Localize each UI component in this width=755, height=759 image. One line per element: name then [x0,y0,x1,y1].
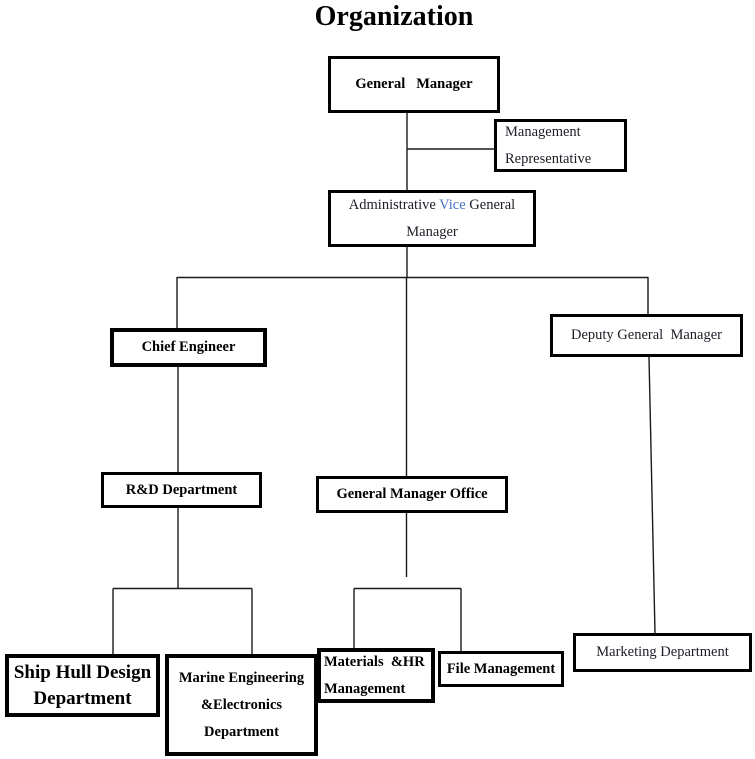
box-administrative-vice-general-manager: Administrative Vice General Manager [328,190,536,247]
box-ship-hull-design-department: Ship Hull Design Department [5,654,160,717]
chief-engineer-label: Chief Engineer [141,339,236,355]
box-marketing-department: Marketing Department [573,633,752,672]
materials-hr-label: Materials &HR Management [324,653,425,697]
page-title: Organization [314,1,474,32]
box-materials-hr-management: Materials &HR Management [317,648,435,703]
rd-department-label: R&D Department [125,481,238,498]
admin-text-before: Administrative [348,196,440,213]
box-management-representative: Management Representative [494,119,627,172]
deputy-general-manager-label: Deputy General Manager [571,327,722,343]
box-general-manager-office: General Manager Office [316,476,508,513]
ship-hull-design-label: Ship Hull Design Department [13,661,152,709]
admin-vice-line1: Administrative Vice General [349,192,515,219]
admin-text-after: General [465,196,516,213]
box-deputy-general-manager: Deputy General Manager [550,314,743,357]
file-management-label: File Management [446,660,556,677]
management-representative-label: Management Representative [505,123,592,167]
marketing-department-label: Marketing Department [596,644,729,660]
box-marine-engineering-department: Marine Engineering &Electronics Departme… [165,654,318,756]
box-chief-engineer: Chief Engineer [110,328,267,367]
general-manager-office-label: General Manager Office [336,486,488,502]
admin-vice-line2: Manager [406,223,458,240]
box-file-management: File Management [438,651,564,687]
general-manager-label: General Manager [355,76,473,92]
box-rd-department: R&D Department [101,472,262,508]
box-general-manager: General Manager [328,56,500,113]
vice-word: Vice [439,196,466,213]
marine-engineering-label: Marine Engineering &Electronics Departme… [178,669,305,740]
connector-deputy-to-marketing [648,356,656,634]
